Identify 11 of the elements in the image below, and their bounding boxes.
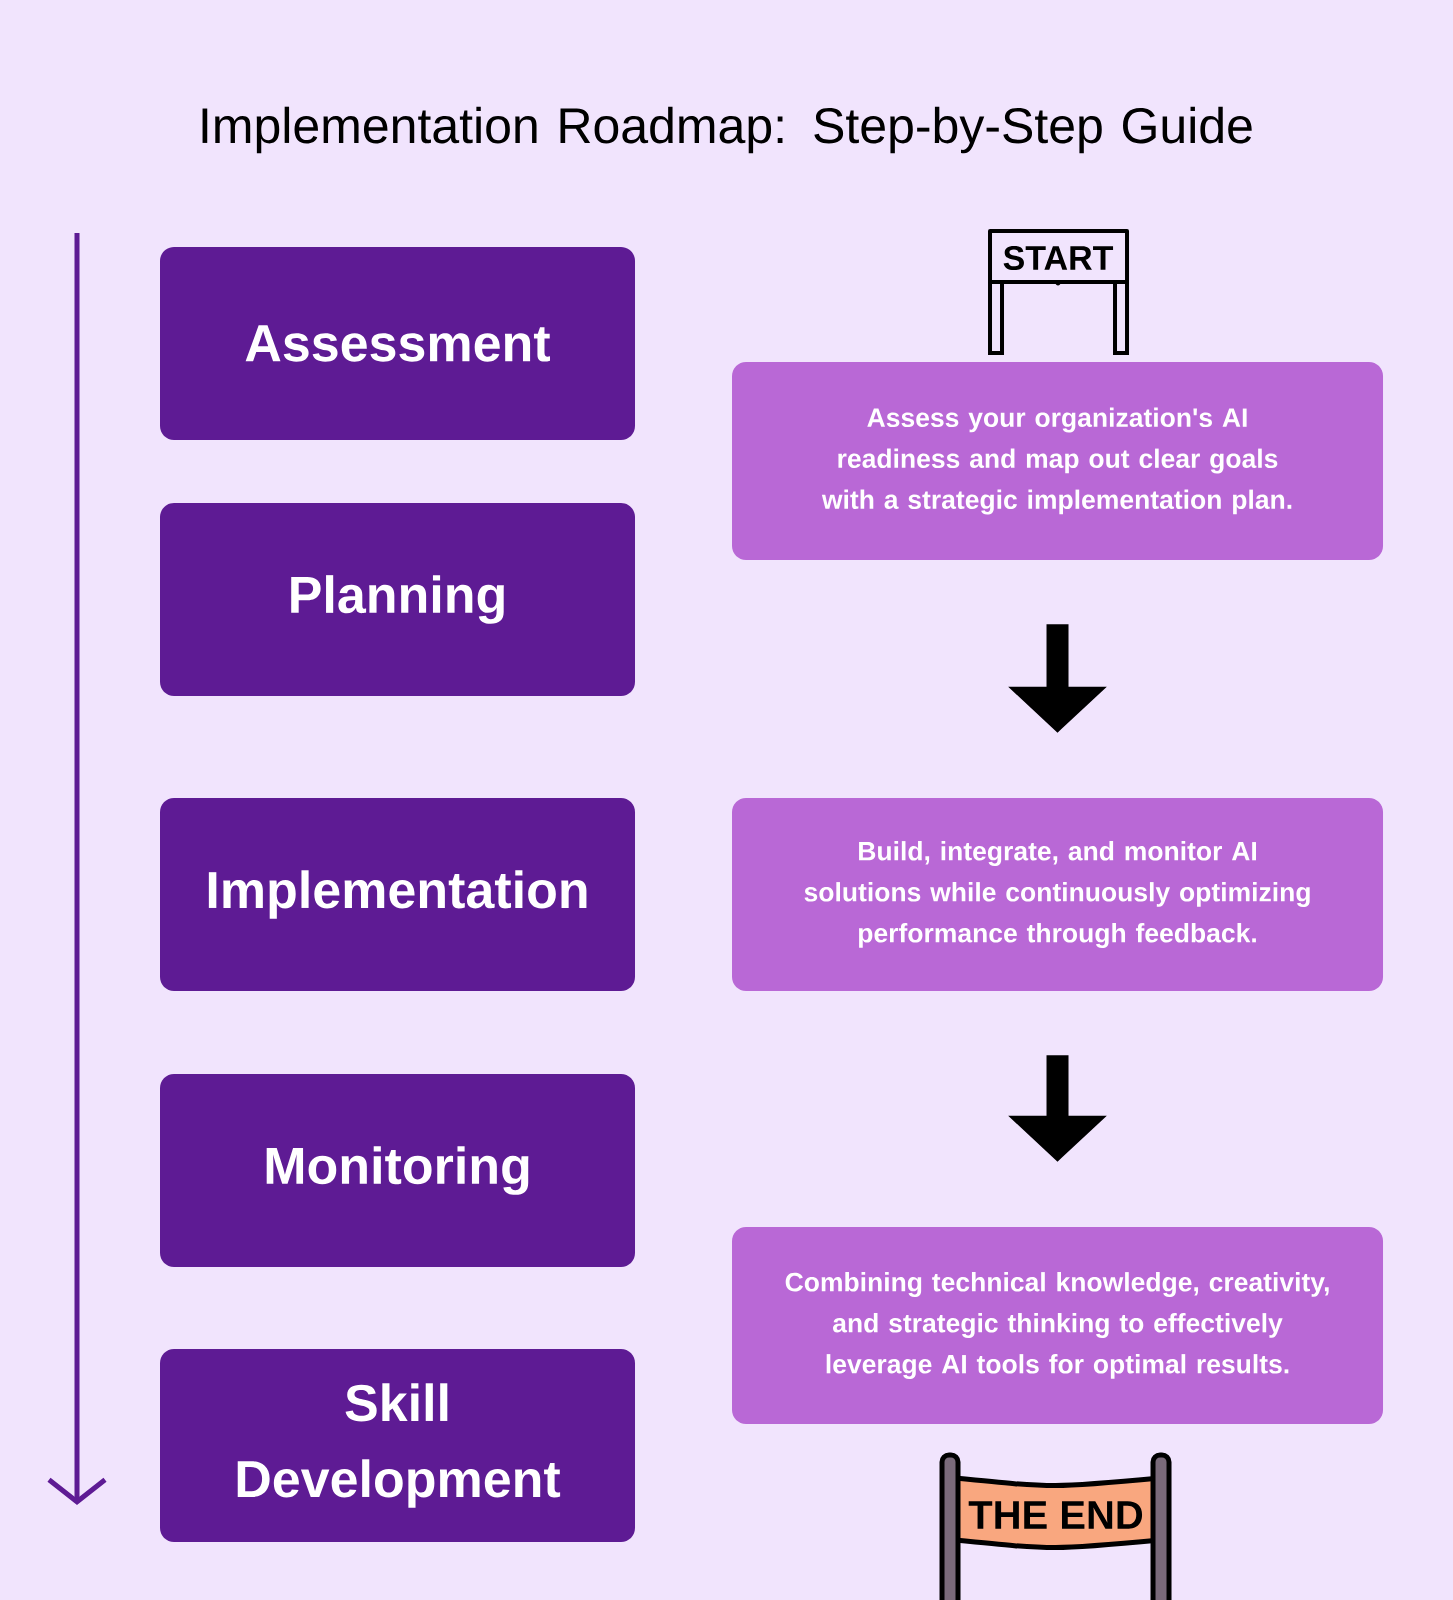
step-box: Assessment (160, 247, 635, 440)
title: Implementation Roadmap: Step-by-Step Guide (202, 106, 1252, 154)
step-box: Implementation (160, 798, 635, 991)
end-banner: THE END (939, 1452, 1172, 1600)
description-box: Combining technical knowledge, creativity, and strategic thinking to effectively leverage AI tools for optimal results. (732, 1227, 1383, 1424)
description-box: Assess your organization's AI readiness and map out clear goals with a strategic implementation plan. (732, 362, 1383, 560)
start-sign: START (988, 229, 1129, 355)
step-box: Planning (160, 503, 635, 696)
description-box: Build, integrate, and monitor AI solutions while continuously optimizing performance through feedback. (732, 798, 1383, 991)
step-box: Skill Development (160, 1349, 635, 1542)
step-box: Monitoring (160, 1074, 635, 1267)
